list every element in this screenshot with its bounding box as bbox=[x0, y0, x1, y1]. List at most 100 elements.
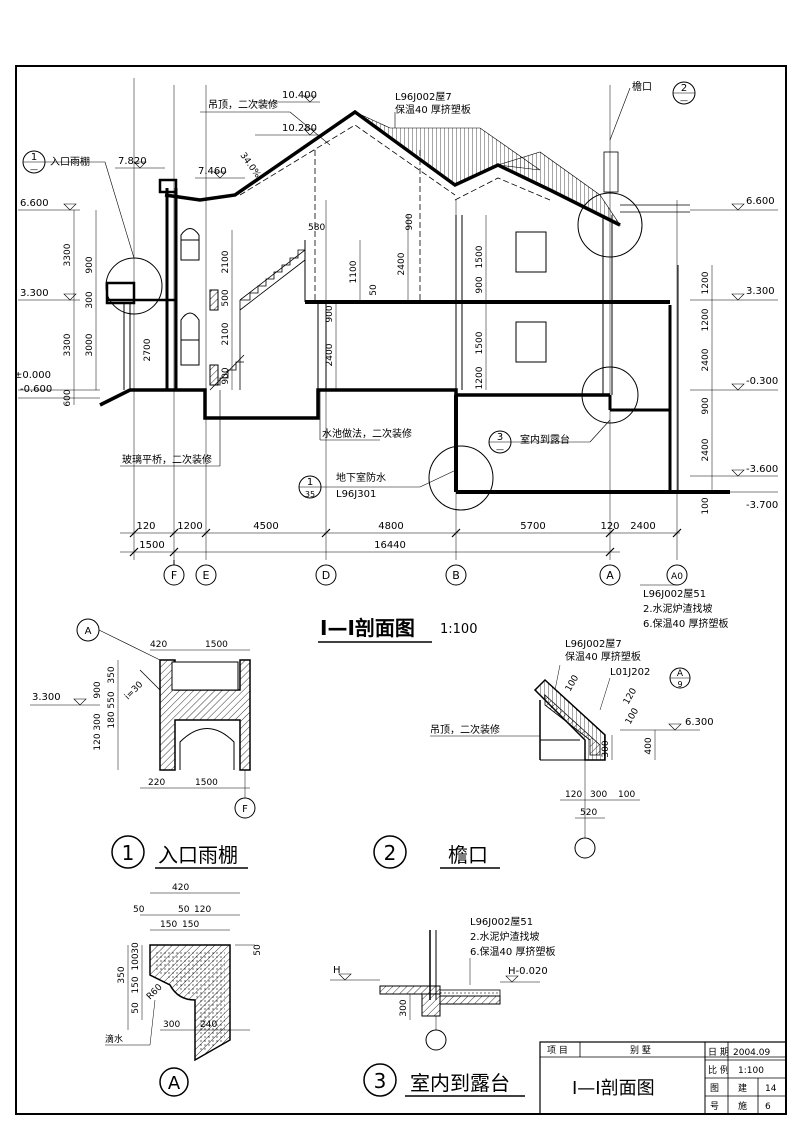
svg-text:300: 300 bbox=[163, 1020, 180, 1030]
svg-text:-3.700: -3.700 bbox=[746, 500, 778, 511]
svg-text:900: 900 bbox=[93, 681, 103, 698]
svg-text:220: 220 bbox=[148, 778, 165, 788]
note-entrance: 入口雨棚 bbox=[50, 155, 90, 168]
tb-scale-label: 比 例 bbox=[708, 1064, 729, 1076]
detail-3: L96J002屋51 2.水泥炉渣找坡 6.保温40 厚挤塑板 H H-0.02… bbox=[330, 916, 555, 1097]
note-roof-insulation: 保温40 厚挤塑板 bbox=[395, 103, 471, 116]
callout-1: 1 — bbox=[22, 150, 46, 174]
svg-text:900: 900 bbox=[475, 276, 485, 293]
dims-vertical-left: 3300 3300 900 300 3000 2700 600 bbox=[63, 210, 153, 407]
svg-text:350: 350 bbox=[117, 966, 127, 983]
svg-text:3.300: 3.300 bbox=[746, 286, 775, 297]
svg-text:2400: 2400 bbox=[701, 438, 711, 461]
svg-text:900: 900 bbox=[701, 397, 711, 414]
dim-580: 580 bbox=[308, 223, 325, 233]
note-ceiling: 吊顶，二次装修 bbox=[208, 98, 278, 111]
svg-text:保温40 厚挤塑板: 保温40 厚挤塑板 bbox=[565, 650, 641, 663]
detail-1: A 420 1500 350 550 180 900 300 120 i=30 … bbox=[30, 618, 256, 869]
svg-text:900: 900 bbox=[85, 256, 95, 273]
svg-text:吊顶，二次装修: 吊顶，二次装修 bbox=[430, 723, 500, 736]
svg-text:150: 150 bbox=[131, 976, 141, 993]
svg-text:1500: 1500 bbox=[195, 778, 218, 788]
svg-text:L01J202: L01J202 bbox=[610, 667, 650, 678]
svg-text:A: A bbox=[85, 626, 92, 637]
svg-text:—: — bbox=[496, 445, 504, 454]
callout-35: 1 35 bbox=[298, 475, 322, 499]
svg-text:50: 50 bbox=[131, 1002, 141, 1014]
windows bbox=[180, 228, 547, 386]
svg-text:150: 150 bbox=[160, 920, 177, 930]
svg-text:2100: 2100 bbox=[221, 250, 231, 273]
svg-text:1500: 1500 bbox=[139, 540, 164, 551]
svg-text:3300: 3300 bbox=[63, 243, 73, 266]
svg-text:2100: 2100 bbox=[221, 322, 231, 345]
svg-text:10.280: 10.280 bbox=[282, 123, 317, 134]
svg-text:350: 350 bbox=[107, 666, 117, 683]
tb-date-value: 2004.09 bbox=[733, 1048, 770, 1058]
svg-text:550: 550 bbox=[107, 691, 117, 708]
svg-text:7.460: 7.460 bbox=[198, 166, 227, 177]
svg-text:F: F bbox=[242, 804, 248, 815]
note-glass-bridge: 玻璃平桥，二次装修 bbox=[122, 453, 212, 466]
svg-text:6.300: 6.300 bbox=[685, 717, 714, 728]
svg-text:120: 120 bbox=[600, 521, 619, 532]
note-pool: 水池做法，二次装修 bbox=[322, 427, 412, 440]
svg-text:150: 150 bbox=[182, 920, 199, 930]
note-slope: 34.0% bbox=[238, 151, 263, 181]
svg-text:1200: 1200 bbox=[701, 308, 711, 331]
svg-text:3: 3 bbox=[497, 432, 503, 443]
svg-text:120: 120 bbox=[194, 905, 211, 915]
svg-text:520: 520 bbox=[580, 808, 597, 818]
svg-text:3.300: 3.300 bbox=[20, 288, 49, 299]
tb-sheet-label: 图 bbox=[710, 1083, 719, 1094]
detail-a: 420 50 50 120 150 150 50 30 100 150 350 … bbox=[105, 883, 263, 1097]
svg-text:1: 1 bbox=[307, 477, 313, 488]
svg-text:1500: 1500 bbox=[475, 331, 485, 354]
svg-text:240: 240 bbox=[200, 1020, 217, 1030]
svg-text:100: 100 bbox=[564, 673, 581, 693]
callout-3: 3 — bbox=[488, 430, 512, 454]
title-block: 项 目 别 墅 日 期 2004.09 比 例 1:100 I—I剖面图 图 建… bbox=[539, 1041, 787, 1115]
svg-text:7.820: 7.820 bbox=[118, 156, 147, 167]
svg-text:50: 50 bbox=[178, 905, 190, 915]
svg-text:300: 300 bbox=[93, 713, 103, 730]
svg-text:1: 1 bbox=[31, 152, 37, 163]
main-scale: 1:100 bbox=[440, 622, 477, 637]
svg-text:400: 400 bbox=[644, 737, 654, 754]
svg-text:1200: 1200 bbox=[701, 271, 711, 294]
svg-text:1200: 1200 bbox=[475, 366, 485, 389]
tb-date-label: 日 期 bbox=[708, 1047, 729, 1058]
svg-text:2: 2 bbox=[681, 83, 687, 94]
svg-text:16440: 16440 bbox=[374, 540, 406, 551]
svg-text:300: 300 bbox=[590, 790, 607, 800]
svg-text:120: 120 bbox=[93, 733, 103, 750]
svg-text:100: 100 bbox=[618, 790, 635, 800]
svg-text:30: 30 bbox=[131, 942, 141, 954]
dims-vertical-mid: 2100 2100 500 900 1100 50 900 2400 2400 … bbox=[221, 213, 487, 390]
svg-text:2400: 2400 bbox=[325, 343, 335, 366]
svg-text:4500: 4500 bbox=[253, 521, 278, 532]
svg-text:i=30: i=30 bbox=[123, 680, 145, 702]
svg-text:900: 900 bbox=[405, 213, 415, 230]
svg-text:±0.000: ±0.000 bbox=[14, 370, 51, 381]
svg-text:2700: 2700 bbox=[143, 338, 153, 361]
note-a0-layer6: 6.保温40 厚挤塑板 bbox=[643, 617, 728, 630]
structure bbox=[99, 178, 730, 494]
elevations-right: 6.600 3.300 -0.300 -3.600 -3.700 bbox=[690, 196, 778, 511]
svg-text:120: 120 bbox=[565, 790, 582, 800]
svg-text:2400: 2400 bbox=[397, 252, 407, 275]
svg-text:檐口: 檐口 bbox=[448, 843, 488, 867]
svg-text:50: 50 bbox=[369, 284, 379, 296]
svg-text:-0.300: -0.300 bbox=[746, 376, 778, 387]
svg-text:2.水泥炉渣找坡: 2.水泥炉渣找坡 bbox=[470, 930, 540, 943]
svg-text:100: 100 bbox=[701, 497, 711, 514]
tb-scale-value: 1:100 bbox=[738, 1066, 764, 1076]
svg-text:H-0.020: H-0.020 bbox=[508, 966, 548, 977]
svg-text:—: — bbox=[30, 165, 38, 174]
svg-text:50: 50 bbox=[133, 905, 145, 915]
svg-text:3: 3 bbox=[374, 1069, 387, 1093]
main-section: 1 — 2 — 3 — 1 35 bbox=[14, 78, 778, 643]
tb-sheet-no: 14 bbox=[765, 1084, 777, 1094]
svg-text:D: D bbox=[322, 569, 330, 582]
